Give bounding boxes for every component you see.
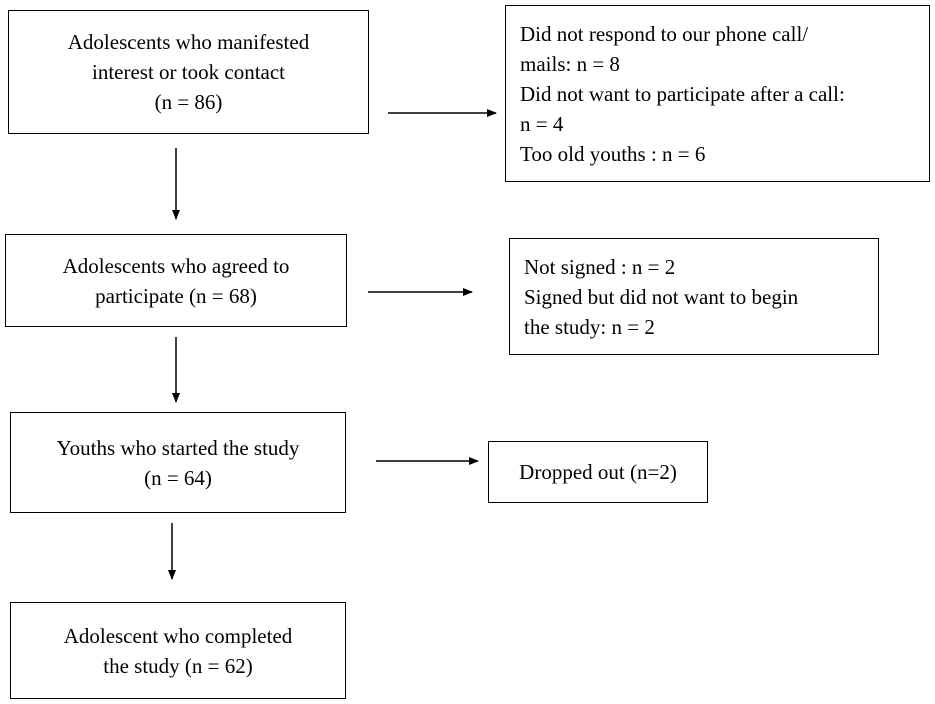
box-excluded-contact-line-3: Did not want to participate after a call… (520, 81, 845, 106)
box-excluded-signing-line-3: the study: n = 2 (524, 314, 655, 339)
box-completed-line-2: the study (n = 62) (103, 653, 253, 678)
box-agreed-line-1: Adolescents who agreed to (62, 253, 290, 278)
box-excluded-signing-line-2: Signed but did not want to begin (524, 284, 799, 309)
box-interest-line-1: Adolescents who manifested (67, 30, 310, 54)
box-completed: Adolescent who completed the study (n = … (10, 602, 346, 699)
box-excluded-contact: Did not respond to our phone call/ mails… (505, 5, 930, 182)
box-dropped-out: Dropped out (n=2) (488, 441, 708, 503)
box-interest-line-3: (n = 86) (154, 90, 223, 114)
box-excluded-contact-line-2: mails: n = 8 (520, 51, 620, 76)
box-excluded-contact-line-1: Did not respond to our phone call/ (520, 21, 809, 46)
box-excluded-contact-line-4: n = 4 (520, 111, 564, 136)
box-started-line-2: (n = 64) (144, 465, 212, 490)
box-agreed-line-2: participate (n = 68) (95, 283, 257, 308)
box-started-line-1: Youths who started the study (56, 435, 300, 460)
box-excluded-contact-line-5: Too old youths : n = 6 (520, 141, 706, 166)
box-interest: Adolescents who manifested interest or t… (8, 10, 369, 134)
box-started: Youths who started the study (n = 64) (10, 412, 346, 513)
box-excluded-signing-line-1: Not signed : n = 2 (524, 254, 676, 279)
box-agreed: Adolescents who agreed to participate (n… (5, 234, 347, 327)
box-interest-line-2: interest or took contact (91, 60, 286, 84)
box-dropped-out-line-1: Dropped out (n=2) (519, 460, 677, 484)
box-excluded-signing: Not signed : n = 2 Signed but did not wa… (509, 238, 879, 355)
box-completed-line-1: Adolescent who completed (63, 623, 293, 648)
